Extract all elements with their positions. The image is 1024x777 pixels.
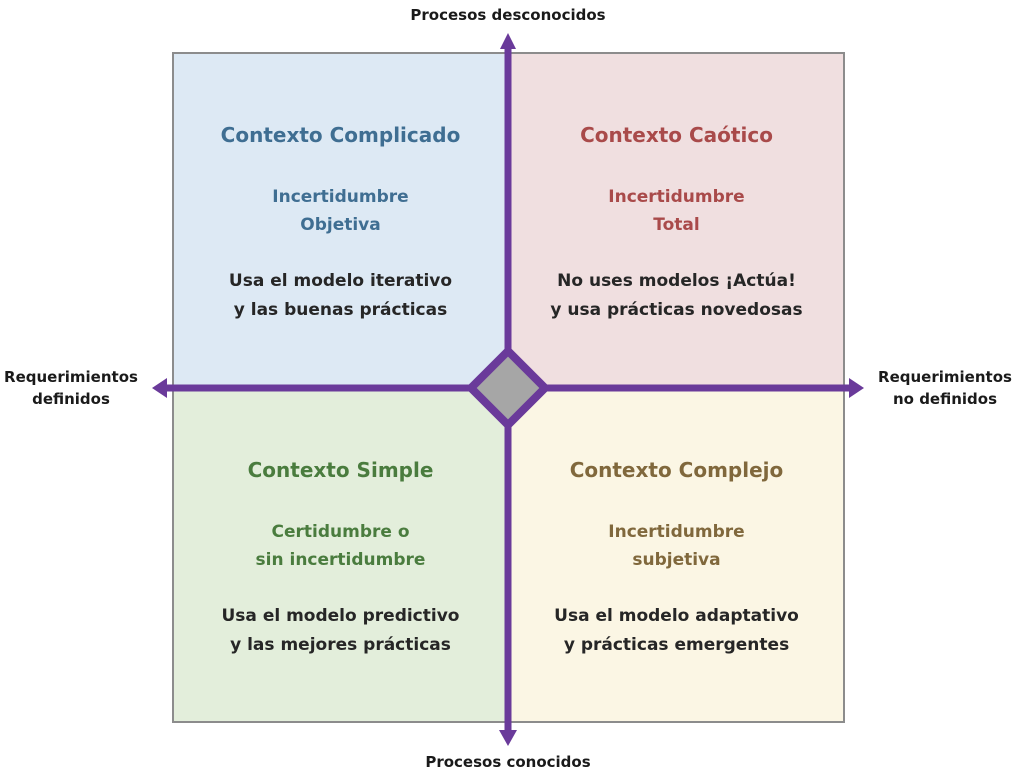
quadrant-complex: Contexto Complejo Incertidumbre subjetiv…: [508, 388, 845, 723]
arrow-left-icon: [152, 378, 167, 398]
label-line: Requerimientos: [4, 368, 138, 386]
uncertainty-line: subjetiva: [632, 550, 721, 570]
arrow-up-icon: [500, 33, 516, 49]
quadrant-simple: Contexto Simple Certidumbre o sin incert…: [173, 388, 508, 723]
advice-line: Usa el modelo adaptativo: [554, 606, 799, 626]
quadrant-title: Contexto Simple: [247, 458, 434, 482]
advice-line: Usa el modelo iterativo: [228, 271, 453, 291]
axis-label-left: Requerimientos definidos: [0, 366, 142, 410]
advice-line: Usa el modelo predictivo: [221, 606, 460, 626]
center-diamond: [465, 345, 551, 431]
label-line: definidos: [32, 390, 110, 408]
axis-label-right: Requerimientos no definidos: [872, 366, 1018, 410]
uncertainty-line: Total: [653, 215, 700, 235]
quadrant-advice: Usa el modelo predictivo y las mejores p…: [173, 602, 508, 660]
quadrant-uncertainty: Incertidumbre subjetiva: [508, 518, 845, 574]
quadrant-uncertainty: Incertidumbre Total: [508, 183, 845, 239]
quadrant-title: Contexto Caótico: [580, 123, 773, 147]
quadrant-uncertainty: Incertidumbre Objetiva: [173, 183, 508, 239]
quadrant-chaotic: Contexto Caótico Incertidumbre Total No …: [508, 53, 845, 388]
quadrant-title: Contexto Complejo: [569, 458, 784, 482]
advice-line: y prácticas emergentes: [563, 635, 790, 655]
label-line: Requerimientos: [878, 368, 1012, 386]
uncertainty-line: sin incertidumbre: [255, 550, 426, 570]
quadrant-advice: Usa el modelo adaptativo y prácticas eme…: [508, 602, 845, 660]
quadrant-advice: Usa el modelo iterativo y las buenas prá…: [173, 267, 508, 325]
uncertainty-line: Certidumbre o: [271, 522, 410, 542]
uncertainty-line: Incertidumbre: [608, 522, 745, 542]
uncertainty-line: Incertidumbre: [608, 187, 745, 207]
axis-label-bottom: Procesos conocidos: [425, 753, 591, 771]
advice-line: y las mejores prácticas: [230, 635, 451, 655]
arrow-right-icon: [849, 378, 864, 398]
quadrant-uncertainty: Certidumbre o sin incertidumbre: [173, 518, 508, 574]
uncertainty-line: Incertidumbre: [272, 187, 409, 207]
quadrant-complicated: Contexto Complicado Incertidumbre Objeti…: [173, 53, 508, 388]
label-line: no definidos: [892, 390, 998, 408]
advice-line: y las buenas prácticas: [233, 300, 448, 320]
advice-line: y usa prácticas novedosas: [550, 300, 803, 320]
uncertainty-line: Objetiva: [300, 215, 381, 235]
quadrant-title: Contexto Complicado: [220, 123, 461, 147]
quadrant-advice: No uses modelos ¡Actúa! y usa prácticas …: [508, 267, 845, 325]
axis-label-top: Procesos desconocidos: [410, 6, 606, 24]
arrow-down-icon: [499, 730, 517, 746]
advice-line: No uses modelos ¡Actúa!: [557, 271, 796, 291]
